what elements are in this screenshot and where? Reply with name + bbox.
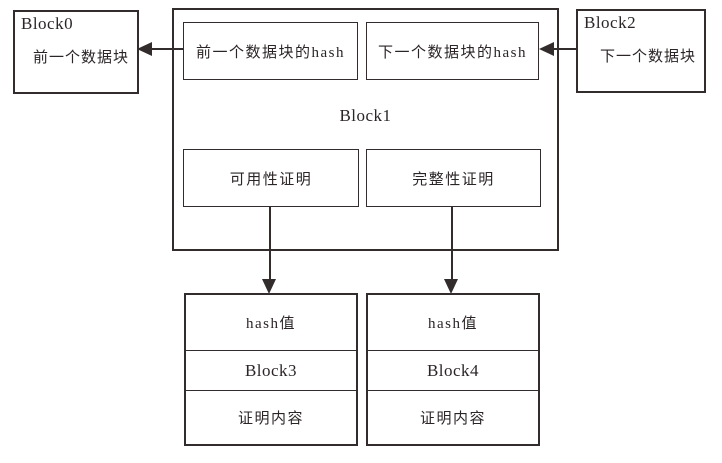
block1-title: Block1 [339,106,392,125]
arrow-to-block0-line [151,48,183,50]
block2-box: Block2 下一个数据块 [576,9,706,93]
arrow-left-icon [539,42,554,56]
next-hash-label: 下一个数据块的hash [378,44,527,61]
prev-hash-box: 前一个数据块的hash [183,22,358,80]
arrow-left-icon [137,42,152,56]
block4-hash-label: hash值 [428,316,478,332]
integrity-proof-label: 完整性证明 [412,171,495,188]
block3-title: Block3 [244,360,298,380]
block3-hash-row: hash值 [186,295,356,350]
block4-title: Block4 [426,360,480,380]
block4-box: hash值 Block4 证明内容 [366,293,540,446]
block0-title: Block0 [21,14,74,33]
block4-hash-row: hash值 [368,295,538,350]
availability-proof-box: 可用性证明 [183,149,359,207]
block0-box: Block0 前一个数据块 [13,10,139,94]
block4-title-row: Block4 [368,350,538,390]
arrow-down-icon [262,279,276,294]
block3-box: hash值 Block3 证明内容 [184,293,358,446]
block2-title: Block2 [584,13,637,32]
block3-content-row: 证明内容 [186,390,356,444]
block3-title-row: Block3 [186,350,356,390]
block2-label: 下一个数据块 [599,49,696,65]
arrow-from-block2-line [553,48,576,50]
block4-content-row: 证明内容 [368,390,538,444]
prev-hash-label: 前一个数据块的hash [196,44,345,61]
availability-proof-label: 可用性证明 [229,171,313,188]
arrow-to-block4-line [451,206,453,281]
arrow-to-block3-line [269,206,271,281]
block3-hash-label: hash值 [246,316,296,332]
integrity-proof-box: 完整性证明 [366,149,541,207]
next-hash-box: 下一个数据块的hash [366,22,539,80]
block0-label: 前一个数据块 [32,50,129,66]
arrow-down-icon [444,279,458,294]
block3-content-label: 证明内容 [237,411,304,427]
block4-content-label: 证明内容 [419,411,486,427]
